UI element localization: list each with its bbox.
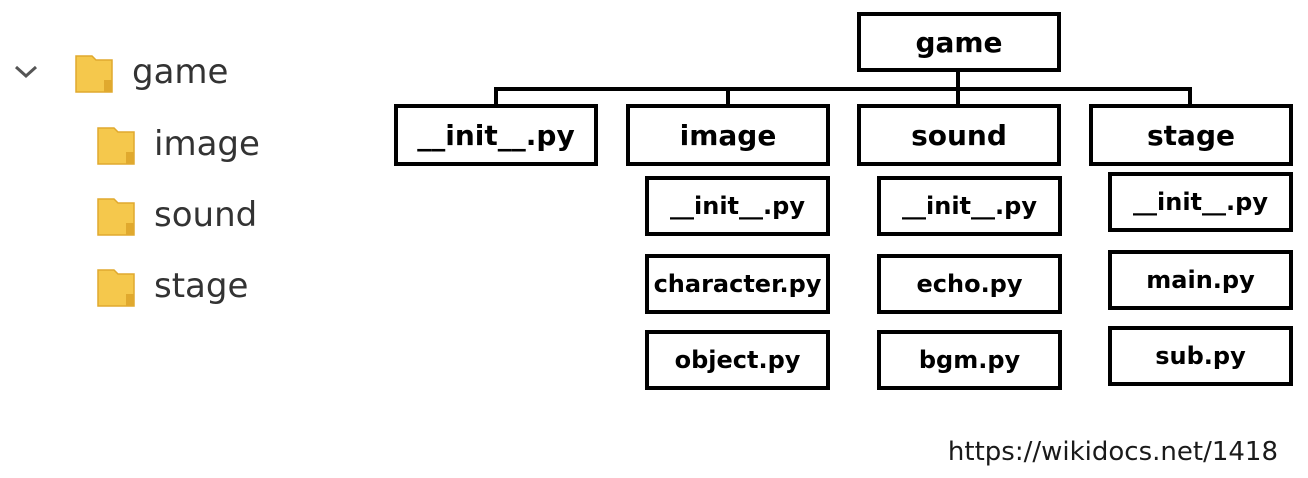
folder-icon (96, 122, 136, 166)
node-echo-py: echo.py (877, 254, 1062, 314)
node-sound: sound (857, 104, 1061, 166)
node-stage-init-py: __init__.py (1108, 172, 1293, 232)
tree-label-stage: stage (154, 266, 249, 306)
node-stage: stage (1089, 104, 1293, 166)
tree-item-image[interactable]: image (96, 122, 260, 166)
tree-item-stage[interactable]: stage (96, 264, 248, 308)
source-watermark: https://wikidocs.net/1418 (947, 437, 1278, 467)
node-bgm-py: bgm.py (877, 330, 1062, 390)
node-image-init-py: __init__.py (645, 176, 830, 236)
node-object-py: object.py (645, 330, 830, 390)
tree-item-sound[interactable]: sound (96, 193, 257, 237)
node-sub-py: sub.py (1108, 326, 1293, 386)
node-game: game (857, 12, 1061, 72)
tree-label-game: game (132, 52, 229, 92)
tree-label-sound: sound (154, 195, 258, 235)
node-sound-init-py: __init__.py (877, 176, 1062, 236)
folder-icon (96, 193, 136, 237)
folder-icon (74, 50, 114, 94)
tree-root-game[interactable]: game (12, 50, 228, 94)
node-image: image (626, 104, 830, 166)
chevron-down-icon[interactable] (12, 58, 40, 86)
folder-icon (96, 264, 136, 308)
node-character-py: character.py (645, 254, 830, 314)
tree-label-image: image (154, 124, 260, 164)
node-init-py: __init__.py (394, 104, 598, 166)
node-main-py: main.py (1108, 250, 1293, 310)
